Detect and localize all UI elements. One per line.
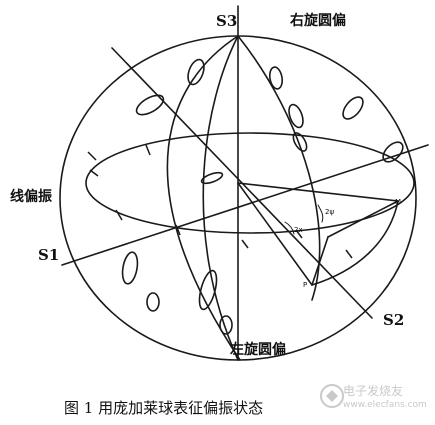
watermark-logo-icon (320, 384, 344, 408)
polarization-ellipse-markers (121, 58, 404, 335)
angle-arc-2psi (317, 204, 324, 223)
meridian-mid-left (202, 35, 239, 361)
equator-ellipse (85, 132, 415, 234)
label-right-circular: 右旋圆偏 (290, 13, 346, 29)
watermark-name: 电子发烧友 (343, 384, 404, 398)
label-angle-2psi: 2ψ (325, 208, 335, 216)
projection-line (311, 236, 329, 286)
s1-axis (61, 144, 429, 266)
label-s1: S1 (38, 246, 60, 264)
watermark-url: www.elecfans.com (343, 400, 427, 410)
label-s2: S2 (383, 311, 405, 329)
label-left-circular: 左旋圆偏 (230, 342, 286, 358)
label-point-m: M (395, 198, 402, 206)
radius-om (237, 182, 399, 202)
meridian-right (237, 35, 321, 301)
tick-marks (87, 144, 353, 259)
projection-line-2 (327, 200, 399, 238)
arc-mp (311, 200, 399, 286)
angle-arc-2chi (284, 221, 295, 235)
label-s3: S3 (216, 12, 238, 30)
label-linear-polarization: 线偏振 (10, 189, 52, 205)
radius-op (237, 182, 313, 286)
label-angle-2chi: 2x (294, 226, 303, 234)
figure-caption: 图 1 用庞加莱球表征偏振状态 (64, 399, 264, 417)
label-point-p: P (303, 281, 308, 289)
